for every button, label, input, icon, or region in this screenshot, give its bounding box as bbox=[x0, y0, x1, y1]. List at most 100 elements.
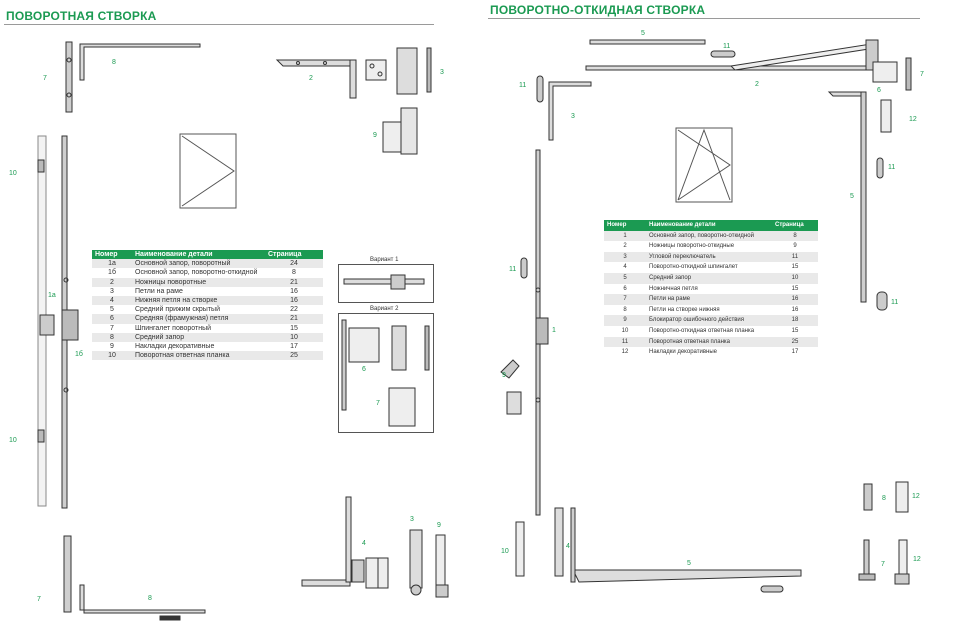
part-label: 1б bbox=[75, 351, 83, 358]
part-label: 7 bbox=[881, 561, 885, 568]
table-header-row: Номер Наименование детали Страница bbox=[604, 220, 818, 231]
cell-number: 5 bbox=[604, 272, 646, 284]
cell-page: 25 bbox=[265, 351, 323, 361]
cell-number: 4 bbox=[604, 262, 646, 273]
cell-number: 8 bbox=[92, 332, 132, 343]
header-part-name: Наименование детали bbox=[646, 220, 772, 231]
cell-number: 9 bbox=[604, 315, 646, 326]
cell-part-name: Ножницы поворотно-откидные bbox=[646, 241, 772, 252]
left-title-rule bbox=[4, 24, 434, 25]
variant2-box bbox=[338, 313, 434, 433]
cell-number: 9 bbox=[92, 342, 132, 352]
cell-number: 11 bbox=[604, 336, 646, 348]
part-label: 9 bbox=[437, 522, 441, 529]
part-label: 2 bbox=[755, 81, 759, 88]
cell-number: 12 bbox=[604, 347, 646, 358]
part-label: 4 bbox=[566, 543, 570, 550]
right-title-rule bbox=[488, 18, 920, 19]
part-label: 5 bbox=[687, 560, 691, 567]
cell-part-name: Нижняя петля на створке bbox=[132, 296, 265, 306]
cell-part-name: Петли на створке нижняя bbox=[646, 304, 772, 316]
cell-page: 16 bbox=[265, 296, 323, 306]
part-label: 10 bbox=[9, 170, 17, 177]
cell-page: 17 bbox=[772, 347, 818, 358]
part-label: 1а bbox=[48, 292, 56, 299]
cell-number: 10 bbox=[92, 351, 132, 361]
cell-number: 10 bbox=[604, 325, 646, 337]
variant1-box bbox=[338, 264, 434, 303]
cell-part-name: Ножничная петля bbox=[646, 283, 772, 295]
cell-number: 4 bbox=[92, 296, 132, 306]
header-part-name: Наименование детали bbox=[132, 250, 265, 260]
cell-part-name: Шпингалет поворотный bbox=[132, 323, 265, 333]
cell-number: 1 bbox=[604, 230, 646, 242]
part-label: 12 bbox=[913, 556, 921, 563]
part-label: 2 bbox=[309, 75, 313, 82]
left-page: ПОВОРОТНАЯ СТВОРКА bbox=[4, 9, 449, 621]
cell-number: 7 bbox=[604, 294, 646, 305]
cell-part-name: Блокиратор ошибочного действия bbox=[646, 315, 772, 326]
part-label: 12 bbox=[909, 116, 917, 123]
cell-page: 11 bbox=[772, 251, 818, 263]
cell-page: 22 bbox=[265, 305, 323, 315]
cell-part-name: Накладки декоративные bbox=[646, 347, 772, 358]
part-label: 10 bbox=[9, 437, 17, 444]
cell-part-name: Петли на раме bbox=[132, 286, 265, 297]
cell-part-name: Поворотная ответная планка bbox=[646, 336, 772, 348]
part-label: 5 bbox=[850, 193, 854, 200]
cell-number: 2 bbox=[604, 241, 646, 252]
part-label: 7 bbox=[37, 596, 41, 603]
part-label: 6 bbox=[362, 366, 366, 373]
variant1-drawing bbox=[343, 274, 425, 290]
part-label: 11 bbox=[519, 82, 527, 89]
right-page: ПОВОРОТНО-ОТКИДНАЯ СТВОРКА bbox=[481, 0, 962, 630]
cell-part-name: Средняя (фрамужная) петля bbox=[132, 314, 265, 324]
cell-page: 18 bbox=[772, 315, 818, 326]
table-header-row: Номер Наименование детали Страница bbox=[92, 250, 323, 260]
part-label: 7 bbox=[43, 75, 47, 82]
part-label: 11 bbox=[891, 299, 899, 306]
part-label: 8 bbox=[882, 495, 886, 502]
part-label: 7 bbox=[920, 71, 924, 78]
cell-number: 7 bbox=[92, 323, 132, 333]
cell-part-name: Основной запор, поворотно-откидной bbox=[646, 230, 772, 242]
variant2-drawing bbox=[341, 319, 430, 427]
part-label: 1 bbox=[552, 327, 556, 334]
part-label: 5 bbox=[641, 30, 645, 37]
header-number: Номер bbox=[604, 220, 646, 231]
right-page-title: ПОВОРОТНО-ОТКИДНАЯ СТВОРКА bbox=[490, 3, 706, 17]
right-hardware-drawing bbox=[500, 39, 912, 593]
cell-part-name: Угловой переключатель bbox=[646, 251, 772, 263]
part-label: 3 bbox=[410, 516, 414, 523]
left-hardware-drawing bbox=[37, 41, 449, 621]
cell-part-name: Поворотно-откидной шпингалет bbox=[646, 262, 772, 273]
cell-part-name: Накладки декоративные bbox=[132, 342, 265, 352]
cell-page: 21 bbox=[265, 314, 323, 324]
cell-page: 21 bbox=[265, 277, 323, 287]
cell-number: 2 bbox=[92, 277, 132, 287]
cell-part-name: Средний прижим скрытый bbox=[132, 305, 265, 315]
cell-page: 16 bbox=[772, 294, 818, 305]
cell-page: 10 bbox=[265, 332, 323, 343]
left-page-title: ПОВОРОТНАЯ СТВОРКА bbox=[6, 9, 157, 23]
header-number: Номер bbox=[92, 250, 132, 260]
cell-part-name: Поворотная ответная планка bbox=[132, 351, 265, 361]
